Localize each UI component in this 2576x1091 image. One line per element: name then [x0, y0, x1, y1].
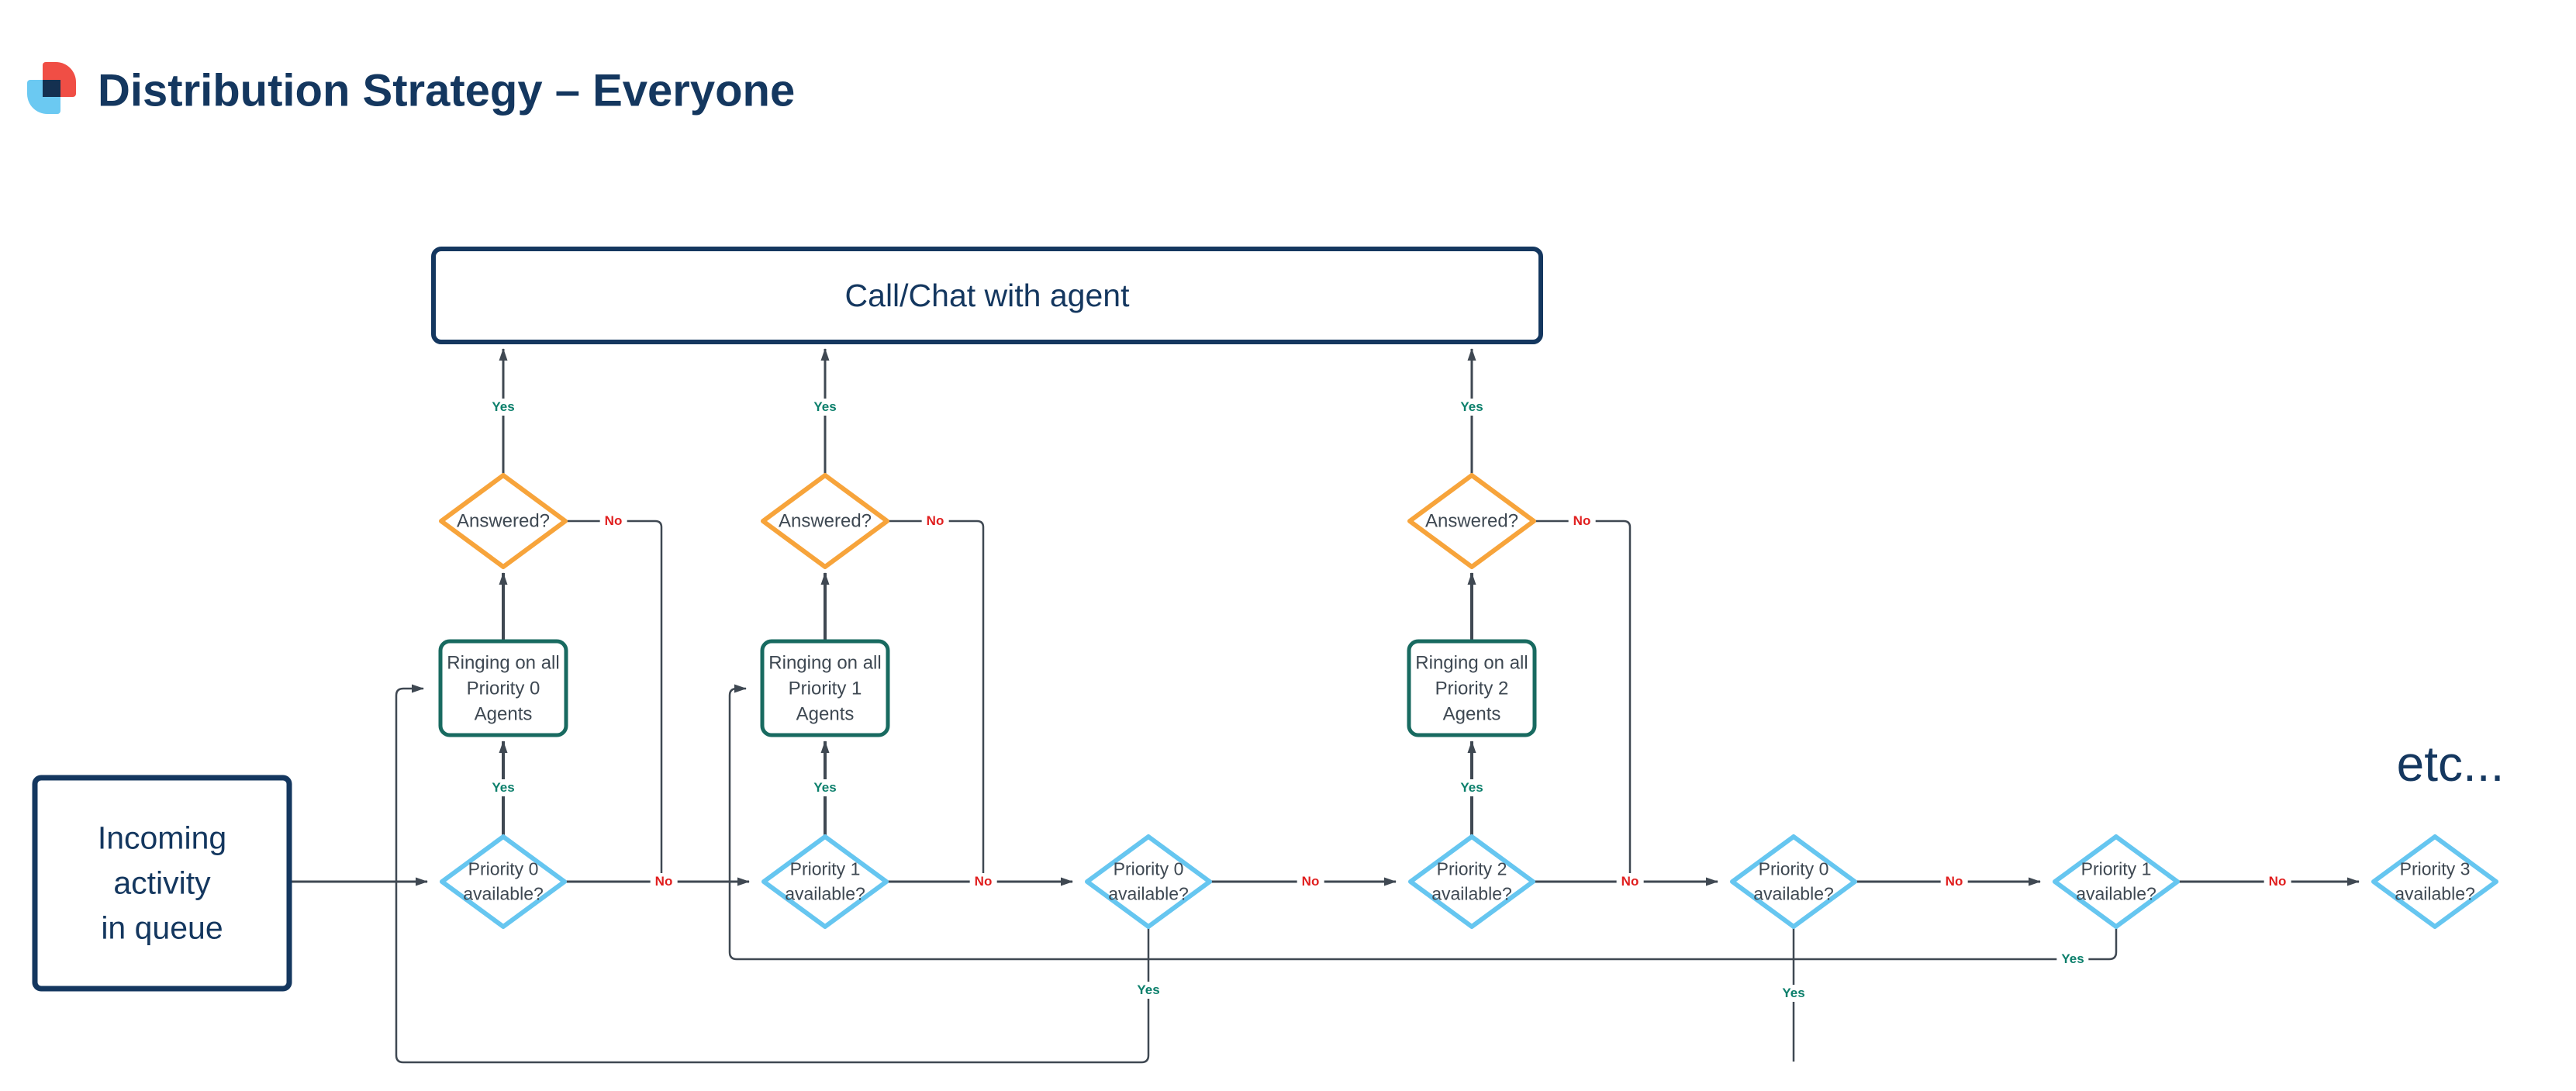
priority3-label: Priority 0 available? [1108, 857, 1189, 906]
answered3-label: Answered? [1424, 510, 1519, 532]
no-label-priority1: No [650, 873, 678, 890]
yes-label-answered2: Yes [809, 399, 841, 416]
priority7-label: Priority 3 available? [2395, 857, 2475, 906]
ringing3-line3: Agents [1442, 703, 1501, 725]
priority7-line2: available? [2395, 883, 2475, 903]
ringing1-line3: Agents [474, 703, 533, 725]
priority2-line2: available? [785, 883, 865, 903]
incoming-activity-label: Incoming activity in queue [98, 816, 226, 951]
ringing1-line2: Priority 0 [466, 678, 540, 699]
ringing2-line1: Ringing on all [768, 652, 882, 674]
process-ringing-priority2 [1407, 639, 1537, 737]
edge-answered1-no [565, 520, 663, 881]
priority2-line1: Priority 1 [789, 858, 861, 879]
process-ringing-priority1 [760, 639, 890, 737]
yes-label-priority5-loop: Yes [1777, 985, 1810, 1002]
priority2-label: Priority 1 available? [785, 857, 865, 906]
no-label-priority3: No [1297, 873, 1324, 890]
edge-loop-priority6-yes-ringing2 [728, 684, 2118, 961]
no-label-priority2: No [969, 873, 997, 890]
ringing2-line2: Priority 1 [788, 678, 862, 699]
no-label-priority5: No [1940, 873, 1968, 890]
edge-answered3-no [1534, 520, 1632, 881]
ringing2-line3: Agents [796, 703, 855, 725]
priority1-line2: available? [463, 883, 544, 903]
priority6-line2: available? [2076, 883, 2156, 903]
start-incoming-activity [32, 775, 292, 992]
priority4-label: Priority 2 available? [1431, 857, 1512, 906]
yes-label-answered3: Yes [1455, 399, 1488, 416]
priority4-line1: Priority 2 [1436, 858, 1507, 879]
ringing3-label: Ringing on all Priority 2 Agents [1415, 650, 1528, 727]
decision-priority1-available-2 [2053, 834, 2180, 929]
priority5-line1: Priority 0 [1758, 858, 1829, 879]
decision-priority1-available-1 [761, 834, 889, 929]
incoming-line1: Incoming [97, 820, 227, 856]
process-ringing-priority0 [438, 639, 568, 737]
priority7-line1: Priority 3 [2399, 858, 2471, 879]
priority1-line1: Priority 0 [468, 858, 539, 879]
page-title: Distribution Strategy – Everyone [98, 65, 796, 116]
etc-label: etc... [2396, 736, 2505, 792]
decision-priority0-available-3 [1730, 834, 1857, 929]
yes-label-answered1: Yes [487, 399, 520, 416]
decision-priority2-available [1408, 834, 1535, 929]
yes-label-priority2: Yes [809, 779, 841, 796]
logo-overlap-shape [43, 80, 60, 97]
decision-priority3-available [2371, 834, 2498, 929]
answered1-label: Answered? [456, 510, 551, 532]
priority3-line2: available? [1108, 883, 1189, 903]
no-label-priority6: No [2263, 873, 2291, 890]
ringing3-line2: Priority 2 [1435, 678, 1509, 699]
priority4-line2: available? [1431, 883, 1512, 903]
edge-loop-priority3-yes-ringing1 [395, 684, 1150, 1064]
answered2-label: Answered? [778, 510, 872, 532]
lucidchart-logo-icon [27, 60, 77, 115]
yes-label-priority4: Yes [1455, 779, 1488, 796]
priority1-label: Priority 0 available? [463, 857, 544, 906]
priority5-label: Priority 0 available? [1753, 857, 1834, 906]
ringing1-label: Ringing on all Priority 0 Agents [447, 650, 559, 727]
incoming-line3: in queue [101, 910, 223, 947]
no-label-answered1: No [599, 513, 627, 530]
terminator-call-chat [431, 247, 1543, 344]
decision-answered-1 [439, 473, 568, 569]
decision-priority0-available-2 [1085, 834, 1212, 929]
priority6-label: Priority 1 available? [2076, 857, 2156, 906]
ringing1-line1: Ringing on all [447, 652, 560, 674]
yes-label-priority3-loop: Yes [1132, 982, 1165, 999]
no-label-answered2: No [921, 513, 949, 530]
no-label-answered3: No [1568, 513, 1596, 530]
priority6-line1: Priority 1 [2080, 858, 2152, 879]
edge-answered2-no [887, 520, 985, 881]
ringing2-label: Ringing on all Priority 1 Agents [768, 650, 881, 727]
decision-answered-3 [1407, 473, 1536, 569]
incoming-line2: activity [113, 865, 211, 901]
call-chat-label: Call/Chat with agent [844, 277, 1130, 313]
no-label-priority4: No [1616, 873, 1644, 890]
yes-label-priority6-loop: Yes [2056, 951, 2089, 968]
decision-priority0-available-1 [440, 834, 567, 929]
yes-label-priority1: Yes [487, 779, 520, 796]
decision-answered-2 [761, 473, 889, 569]
ringing3-line1: Ringing on all [1415, 652, 1528, 674]
priority3-line1: Priority 0 [1113, 858, 1184, 879]
priority5-line2: available? [1753, 883, 1834, 903]
